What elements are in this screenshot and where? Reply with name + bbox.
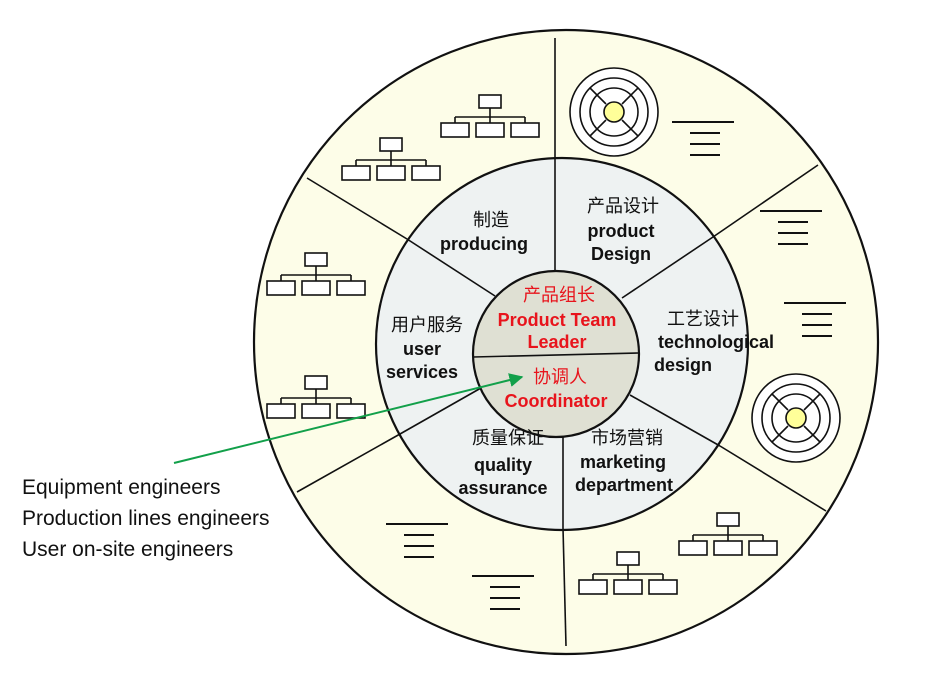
coordinator-arrow: [173, 373, 524, 464]
segment-product-design-en-1: product: [588, 221, 655, 241]
segment-product-design-en-2: Design: [591, 244, 651, 264]
segment-technological-design-en-1: technological: [658, 332, 774, 352]
segment-quality-en-1: quality: [474, 455, 532, 475]
center-bottom-zh: 协调人: [533, 367, 587, 388]
center-top-zh: 产品组长: [523, 285, 595, 306]
segment-marketing-zh: 市场营销: [591, 428, 663, 449]
segment-marketing-en-2: department: [575, 475, 673, 495]
side-label-user-onsite-engineers: User on-site engineers: [22, 538, 233, 561]
middle-ring-dividers: [399, 160, 721, 528]
outer-ring-dividers: [296, 38, 827, 647]
segment-user-services-zh: 用户服务: [391, 315, 463, 336]
center-bottom-en: Coordinator: [505, 391, 608, 411]
segment-user-services-en-1: user: [403, 339, 441, 359]
segment-producing-en: producing: [440, 234, 528, 254]
segment-marketing-en-1: marketing: [580, 452, 666, 472]
center-circle: [471, 269, 641, 439]
segment-product-design-zh: 产品设计: [587, 196, 659, 217]
segment-user-services-en-2: services: [386, 362, 458, 382]
target-icon: [569, 67, 659, 157]
side-label-production-lines-engineers: Production lines engineers: [22, 507, 270, 530]
segment-producing-zh: 制造: [473, 210, 509, 231]
center-top-en-2: Leader: [527, 332, 586, 352]
segment-technological-design-en-2: design: [654, 355, 712, 375]
target-icon: [751, 373, 841, 463]
center-divider: [472, 352, 640, 358]
side-label-equipment-engineers: Equipment engineers: [22, 476, 220, 499]
segment-quality-zh: 质量保证: [472, 428, 544, 449]
segment-technological-design-zh: 工艺设计: [667, 309, 739, 330]
segment-quality-en-2: assurance: [458, 478, 547, 498]
center-top-en-1: Product Team: [498, 310, 617, 330]
